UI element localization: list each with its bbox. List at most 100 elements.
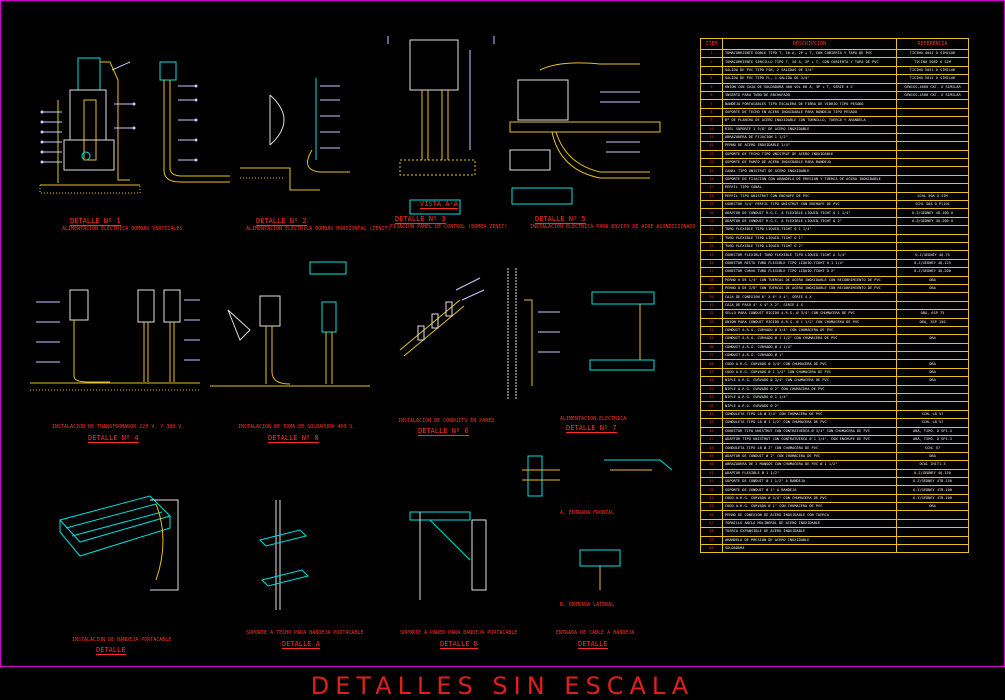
row-reference: OBA [896,376,969,386]
row-item-number: 30 [700,292,723,302]
row-item-number: 21 [700,216,723,227]
support-b-drawing [409,511,487,600]
row-description: ADAPTOR TIPO UNISTRUT CON CONTRATUERCA Ø… [722,434,897,445]
row-reference [896,107,969,118]
row-description: NIPLE A.R.G. CURVADO Ø 3/4" CON CHUMACER… [722,376,897,386]
row-description: CODO A.R.G. CURVADO Ø 1" CON CHUMACERA D… [722,502,897,512]
row-reference: OCAL 2H1T1-3 [896,460,969,470]
row-reference: TICINO 4041 Ó SIMILAR [896,48,969,59]
detail-3-title: DETALLE Nº 3 [395,215,446,224]
row-item-number: 5 [700,82,723,92]
row-description: CAJA DE CONEXION 6" x 6" x 4", SERIE 4 X [722,292,897,302]
detail-3-drawing [387,36,495,215]
row-reference: OBA [896,359,969,369]
row-item-number: 58 [700,527,723,537]
row-reference: OBA [896,283,969,294]
detail-7-subtitle: ALIMENTACION ELECTRICA [560,416,627,422]
row-description: CONDULETA TIPO LB Ø 3/4" CON CHUMACERA D… [722,409,897,420]
row-item-number: 59 [700,535,723,546]
row-description: NIPLE A.R.G. CURVADO Ø 1 1/4" [722,392,897,403]
row-item-number: 35 [700,334,723,344]
row-item-number: 13 [700,149,723,160]
detail-7-title: DETALLE Nº 7 [566,424,617,433]
row-item-number: 9 [700,116,723,126]
row-description: CONECTOR CURVO TUBO FLEXIBLE TIPO LIQUID… [722,267,897,277]
row-reference: SCHL 50A Ó P1101 [896,200,969,210]
row-description: ADAPTOR DE CONDUIT R.G.C. A FLEXIBLE LIQ… [722,208,897,218]
row-reference [896,141,969,151]
row-description: PERNO DE CONEXION DE ACERO INOXIDABLE CO… [722,510,897,520]
table-header-row: ITEM DESCRIPCION REFERENCIA [700,38,969,50]
row-item-number: 60 [700,544,723,554]
row-reference: OBA [896,502,969,512]
row-reference [896,292,969,302]
row-item-number: 37 [700,351,723,361]
row-item-number: 28 [700,275,723,285]
row-item-number: 11 [700,132,723,143]
row-description: CONECTOR RECTO TUBO FLEXIBLE TIPO LIQUID… [722,258,897,269]
row-item-number: 41 [700,384,723,395]
detail-1-subtitle: ALIMENTACION ELECTRICA BOMBAS VERTICALES [62,226,183,232]
row-reference [896,225,969,235]
row-reference: O-Z/GEDNEY 4TB-100 [896,493,969,504]
tray-subtitle: INSTALACION DE BANDEJA PORTACABLE [72,637,172,643]
row-item-number: 24 [700,241,723,252]
row-item-number: 1 [700,48,723,59]
detail-2-title: DETALLE Nº 2 [256,217,307,226]
row-description: CODO A.R.G. CURVADO Ø 3/4" CON CHUMACERA… [722,493,897,504]
cable-entry-title: DETALLE [578,640,608,649]
row-reference: O-Z/GEDNEY 4Q-200 [896,267,969,277]
row-item-number: 47 [700,434,723,445]
row-description: ARANDELA DE PRESION DE ACERO INOXIDABLE [722,535,897,546]
row-description: ABRAZADERA DE 2 MANGOS CON CHUMACERA DE … [722,460,897,470]
row-description: TOMACORRIENTE SENCILLO TIPO T, 20 A, 2P … [722,57,897,67]
row-item-number: 25 [700,250,723,260]
row-description: PERFIL TIPO CANAL [722,183,897,193]
row-description: CONDUIT A.R.G. CURVADO Ø 1" [722,351,897,361]
row-item-number: 34 [700,325,723,336]
row-reference [896,241,969,252]
row-description: CODO A.R.G. CURVADO Ø 3/4" CON CHUMACERA… [722,359,897,369]
row-item-number: 33 [700,317,723,327]
row-reference [896,535,969,546]
row-reference: OBA, 6SP 75 [896,309,969,319]
detail-6-title: DETALLE Nº 6 [418,427,469,436]
row-description: CONDUIT A.R.G. CURVADO Ø 1 1/2" CON CHUM… [722,334,897,344]
row-item-number: 23 [700,233,723,244]
row-reference: OBA [896,367,969,378]
row-description: CONDULETA TIPO LB Ø 1 1/2" CON CHUMACERA… [722,418,897,428]
row-description: CODO A.R.G. CURVADO Ø 1 1/2" CON CHUMACE… [722,367,897,378]
row-description: Bº DE PLANCHA DE ACERO INOXIDABLE CON TO… [722,116,897,126]
row-item-number: 53 [700,485,723,495]
row-item-number: 45 [700,418,723,428]
